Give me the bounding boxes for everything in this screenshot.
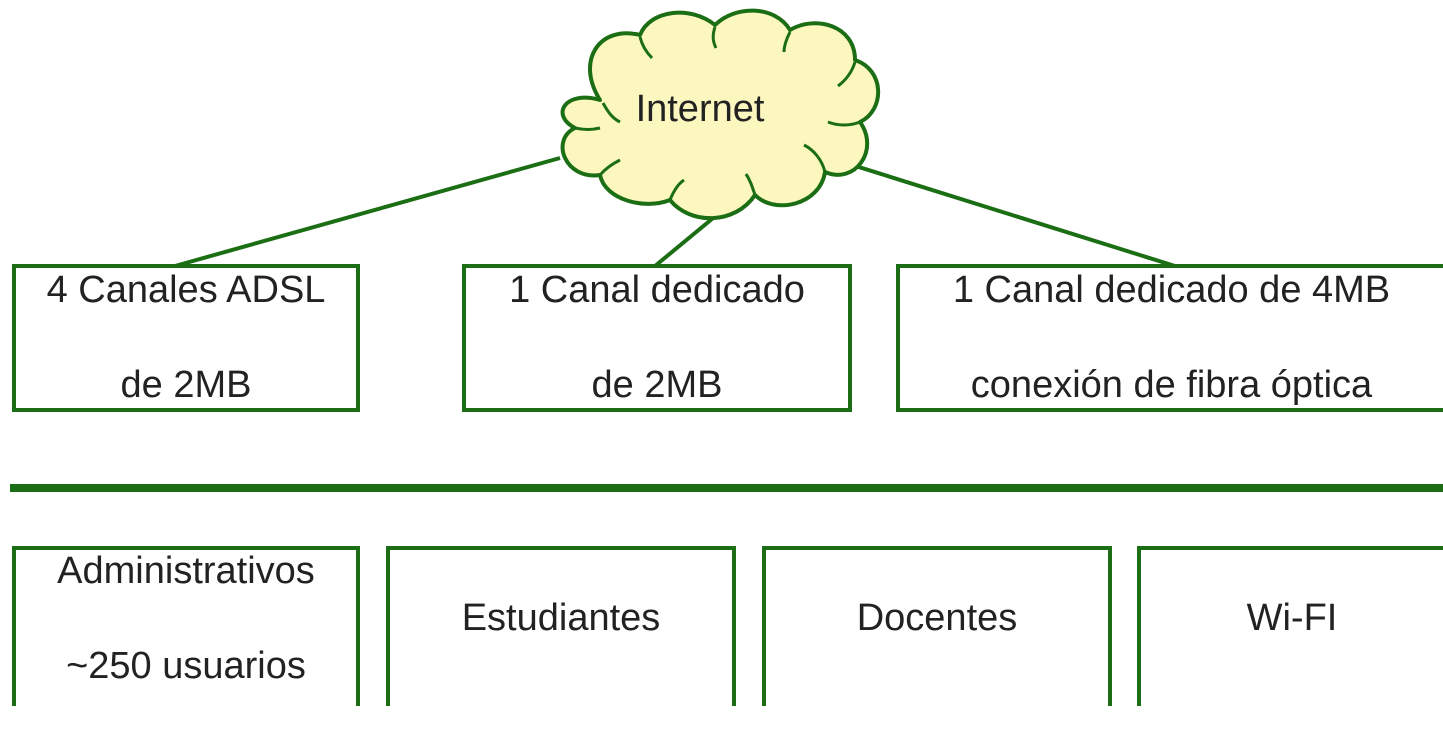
uplink-fiber-line1: 1 Canal dedicado de 4MB: [952, 268, 1391, 311]
diagram-connectors: [174, 8, 1176, 268]
uplink-box-dedicated-2mb: 1 Canal dedicado de 2MB: [462, 264, 852, 412]
segment-administrativos-line2: ~250 usuarios: [66, 644, 306, 687]
connector-dedicated-2mb: [653, 212, 720, 268]
uplink-fiber-line2: conexión de fibra óptica: [970, 363, 1373, 406]
connector-fiber-4mb: [829, 156, 1176, 268]
network-diagram: Internet 4 Canales ADSL de 2MB 1 Canal d…: [10, 8, 1443, 706]
internet-cloud-icon: [560, 8, 881, 221]
uplink-dedicated-line1: 1 Canal dedicado: [509, 268, 805, 311]
segment-box-wifi: Wi-FI: [1137, 546, 1443, 706]
segment-box-estudiantes: Estudiantes: [386, 546, 736, 706]
connector-adsl: [174, 156, 561, 268]
segment-docentes-label: Docentes: [856, 597, 1018, 640]
uplink-box-fiber-4mb: 1 Canal dedicado de 4MB conexión de fibr…: [896, 264, 1443, 412]
segment-box-administrativos: Administrativos ~250 usuarios: [12, 546, 360, 706]
network-bus-line: [10, 484, 1443, 492]
uplink-adsl-line1: 4 Canales ADSL: [46, 268, 326, 311]
segment-wifi-label: Wi-FI: [1246, 597, 1338, 640]
internet-label: Internet: [635, 88, 765, 130]
segment-estudiantes-label: Estudiantes: [461, 597, 661, 640]
uplink-dedicated-line2: de 2MB: [591, 363, 723, 406]
uplink-box-adsl: 4 Canales ADSL de 2MB: [12, 264, 360, 412]
segment-administrativos-line1: Administrativos: [57, 549, 315, 592]
segment-box-docentes: Docentes: [762, 546, 1112, 706]
uplink-adsl-line2: de 2MB: [120, 363, 252, 406]
